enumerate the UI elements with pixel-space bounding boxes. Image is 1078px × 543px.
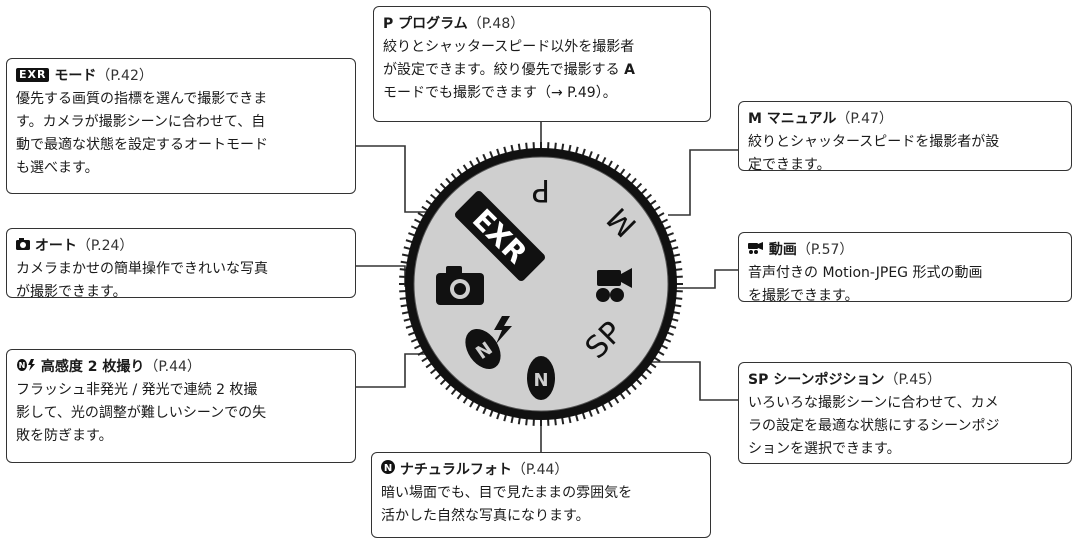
mode-natural-box: N ナチュラルフォト（P.44） 暗い場面でも、目で見たままの雰囲気を 活かした…: [371, 452, 711, 538]
mode-low-light-title: 高感度 2 枚撮り: [40, 359, 145, 375]
page-ref: （P.24）: [76, 238, 134, 254]
mode-auto-box: オート（P.24） カメラまかせの簡単操作できれいな写真 が撮影できます。: [6, 228, 356, 300]
svg-text:N: N: [384, 463, 392, 474]
page-ref: （P.45）: [884, 372, 942, 388]
movie-camera-icon: [748, 239, 764, 262]
desc-line: 影して、光の調整が難しいシーンでの失: [16, 405, 267, 421]
mode-scene-title: SP シーンポジション: [748, 372, 885, 388]
desc-line: フラッシュ非発光 / 発光で連続 2 枚撮: [16, 382, 258, 398]
desc-line: も選べます。: [16, 160, 99, 176]
page-ref: （P.48）: [467, 16, 525, 32]
desc-line: カメラまかせの簡単操作できれいな写真: [16, 261, 268, 277]
desc-line: 活かした自然な写真になります。: [381, 508, 590, 524]
mode-low-light-box: N 高感度 2 枚撮り（P.44） フラッシュ非発光 / 発光で連続 2 枚撮 …: [6, 349, 356, 463]
natural-flash-icon: N: [16, 356, 36, 379]
desc-line: いろいろな撮影シーンに合わせて、カメ: [748, 395, 999, 411]
desc-line: ションを選択できます。: [748, 441, 901, 457]
mode-natural-title: ナチュラルフォト: [399, 462, 512, 478]
desc-line: が設定できます。絞り優先で撮影する: [383, 62, 620, 78]
svg-text:N: N: [533, 370, 548, 391]
dial-label-p: P: [532, 172, 550, 207]
desc-line: す。カメラが撮影シーンに合わせて、自: [16, 114, 266, 130]
desc-line: 優先する画質の指標を選んで撮影できま: [16, 91, 268, 107]
desc-line: 動で最適な状態を設定するオートモード: [16, 137, 268, 153]
mode-program-box: P プログラム（P.48） 絞りとシャッタースピード以外を撮影者 が設定できます…: [373, 6, 711, 122]
natural-n-icon: N: [381, 459, 395, 482]
mode-manual-title: M マニュアル: [748, 111, 837, 127]
desc-bold: A: [624, 62, 635, 78]
desc-line: ラの設定を最適な状態にするシーンポジ: [748, 418, 1000, 434]
desc-line: 絞りとシャッタースピード以外を撮影者: [383, 39, 635, 55]
page-ref: （P.44）: [144, 359, 201, 375]
desc-line: 暗い場面でも、目で見たままの雰囲気を: [381, 485, 633, 501]
exr-badge-icon: EXR: [16, 68, 50, 82]
connector-manual: [668, 149, 738, 216]
svg-text:N: N: [19, 361, 26, 370]
page-ref: （P.44）: [511, 462, 569, 478]
mode-manual-box: M マニュアル（P.47） 絞りとシャッタースピードを撮影者が設 定できます。: [738, 101, 1072, 173]
camera-icon: [16, 235, 30, 258]
page-ref: （P.42）: [96, 68, 153, 84]
page-ref: （P.47）: [836, 111, 893, 127]
mode-exr-title: モード: [54, 68, 97, 84]
connector-movie: [655, 269, 738, 289]
mode-movie-title: 動画: [768, 242, 797, 258]
desc-line: を撮影できます。: [748, 288, 859, 304]
dial-natural-icon: N: [527, 356, 555, 400]
mode-exr-box: EXR モード（P.42） 優先する画質の指標を選んで撮影できま す。カメラが撮…: [6, 58, 356, 194]
connector-scene: [632, 361, 738, 401]
desc-line: 敗を防ぎます。: [16, 428, 113, 444]
mode-program-title: P プログラム: [383, 16, 468, 32]
desc-line: 絞りとシャッタースピードを撮影者が設: [748, 134, 1000, 150]
desc-line: 定できます。: [748, 157, 831, 173]
dial-natural-flash-icon: N: [465, 316, 512, 369]
dial-movie-icon: [596, 268, 632, 302]
dial-camera-icon: [436, 266, 484, 305]
mode-movie-box: 動画（P.57） 音声付きの Motion-JPEG 形式の動画 を撮影できます…: [738, 232, 1072, 304]
mode-auto-title: オート: [34, 238, 77, 254]
desc-line: モードでも撮影できます（→ P.49）。: [383, 85, 617, 101]
page-ref: （P.57）: [796, 242, 854, 258]
desc-line: 音声付きの Motion-JPEG 形式の動画: [748, 265, 983, 281]
desc-line: が撮影できます。: [16, 284, 127, 300]
mode-scene-box: SP シーンポジション（P.45） いろいろな撮影シーンに合わせて、カメ ラの設…: [738, 362, 1072, 464]
